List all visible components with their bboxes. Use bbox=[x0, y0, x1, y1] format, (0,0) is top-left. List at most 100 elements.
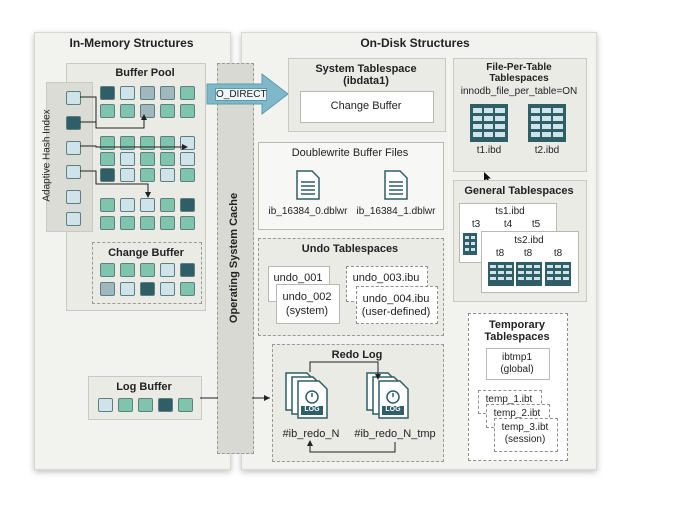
change-buffer-page bbox=[160, 282, 175, 296]
undo-title: Undo Tablespaces bbox=[301, 243, 399, 255]
buffer-page bbox=[120, 168, 135, 182]
table-icon bbox=[470, 104, 508, 142]
buffer-page bbox=[100, 152, 115, 166]
temp-2-label: temp_2.ibt bbox=[493, 408, 541, 419]
buffer-page bbox=[140, 136, 155, 150]
buffer-page bbox=[120, 152, 135, 166]
log-buffer-page bbox=[178, 398, 193, 412]
table-icon bbox=[463, 233, 477, 255]
ts1-table-t3: t3 bbox=[471, 219, 481, 230]
buffer-page bbox=[180, 104, 195, 118]
ts1-table-t5: t5 bbox=[531, 219, 541, 230]
ts1-label: ts1.ibd bbox=[495, 206, 525, 217]
undo-004-note: (user-defined) bbox=[361, 306, 431, 318]
buffer-page bbox=[120, 198, 135, 212]
undo-002-note: (system) bbox=[285, 305, 329, 317]
temp-1-label: temp_1.ibt bbox=[485, 394, 533, 405]
ts1-table-t4: t4 bbox=[503, 219, 513, 230]
ts2-table-t8: t8 bbox=[553, 248, 563, 259]
hash-entry bbox=[66, 141, 81, 155]
temp-3-note: (session) bbox=[504, 434, 546, 445]
log-buffer-page bbox=[138, 398, 153, 412]
buffer-page bbox=[140, 216, 155, 230]
system-tablespace-subtitle: (ibdata1) bbox=[343, 75, 389, 87]
buffer-page bbox=[100, 198, 115, 212]
buffer-page bbox=[180, 86, 195, 100]
change-buffer-memory-title: Change Buffer bbox=[108, 247, 184, 259]
table-icon bbox=[528, 104, 566, 142]
change-buffer-disk-label: Change Buffer bbox=[330, 100, 402, 112]
cursor-icon bbox=[484, 172, 491, 183]
buffer-page bbox=[140, 86, 155, 100]
ibtmp1-note: (global) bbox=[500, 364, 534, 375]
change-buffer-page bbox=[140, 282, 155, 296]
o-direct-label: O_DIRECT bbox=[215, 88, 267, 101]
os-cache-column bbox=[217, 63, 254, 454]
log-buffer-page bbox=[98, 398, 113, 412]
file-per-table-title: File-Per-Table bbox=[486, 62, 552, 73]
table-icon bbox=[516, 262, 542, 286]
buffer-page bbox=[160, 136, 175, 150]
change-buffer-page bbox=[160, 263, 175, 277]
buffer-page bbox=[160, 104, 175, 118]
temp-3-label: temp_3.ibt bbox=[501, 422, 549, 433]
doublewrite-buffer-files bbox=[258, 142, 444, 230]
undo-004 bbox=[356, 286, 438, 324]
ts2-label: ts2.ibd bbox=[514, 235, 544, 246]
redo-log-file-icon bbox=[366, 372, 409, 419]
change-buffer-page bbox=[100, 263, 115, 277]
ibtmp1-label: ibtmp1 bbox=[501, 352, 532, 363]
on-disk-title: On-Disk Structures bbox=[360, 36, 470, 50]
buffer-page bbox=[180, 136, 195, 150]
general-tablespaces-title: General Tablespaces bbox=[464, 185, 574, 197]
buffer-page bbox=[100, 104, 115, 118]
undo-003-label: undo_003.ibu bbox=[352, 272, 420, 284]
buffer-page bbox=[180, 152, 195, 166]
undo-002 bbox=[276, 284, 340, 324]
temp-3 bbox=[494, 418, 558, 452]
buffer-page bbox=[120, 136, 135, 150]
buffer-page bbox=[140, 152, 155, 166]
buffer-page bbox=[120, 104, 135, 118]
redo-icon-text: LOG bbox=[304, 406, 320, 413]
buffer-page bbox=[100, 216, 115, 230]
system-tablespace-title: System Tablespace bbox=[315, 63, 417, 75]
buffer-page bbox=[140, 198, 155, 212]
buffer-page bbox=[140, 104, 155, 118]
buffer-page bbox=[100, 86, 115, 100]
hash-entry bbox=[66, 116, 81, 130]
file-per-table-subtitle: Tablespaces bbox=[489, 73, 549, 84]
adaptive-hash-index-label: Adaptive Hash Index bbox=[41, 109, 53, 202]
change-buffer-page bbox=[180, 282, 195, 296]
change-buffer-page bbox=[140, 263, 155, 277]
buffer-page bbox=[100, 168, 115, 182]
hash-entry bbox=[66, 190, 81, 204]
file-per-table-setting: innodb_file_per_table=ON bbox=[460, 86, 578, 97]
file-icon bbox=[296, 170, 320, 200]
buffer-page bbox=[180, 216, 195, 230]
undo-001-label: undo_001 bbox=[273, 272, 323, 284]
change-buffer-page bbox=[120, 263, 135, 277]
table-icon bbox=[545, 262, 571, 286]
undo-002-label: undo_002 bbox=[282, 291, 332, 303]
change-buffer-disk bbox=[300, 91, 434, 123]
change-buffer-page bbox=[180, 263, 195, 277]
buffer-page bbox=[160, 216, 175, 230]
temporary-subtitle: Tablespaces bbox=[484, 331, 550, 343]
in-memory-title: In-Memory Structures bbox=[69, 36, 194, 50]
log-buffer-title: Log Buffer bbox=[116, 381, 172, 393]
redo-file-1: #ib_redo_N bbox=[282, 428, 340, 440]
doublewrite-file-0: ib_16384_0.dblwr bbox=[268, 206, 348, 217]
buffer-page bbox=[160, 86, 175, 100]
doublewrite-file-1: ib_16384_1.dblwr bbox=[356, 206, 436, 217]
table-icon bbox=[488, 262, 514, 286]
change-buffer-page bbox=[100, 282, 115, 296]
temporary-title: Temporary bbox=[488, 319, 546, 331]
t2-ibd: t2.ibd bbox=[534, 145, 560, 156]
hash-entry bbox=[66, 165, 81, 179]
buffer-pool-title: Buffer Pool bbox=[115, 67, 175, 79]
buffer-page bbox=[100, 136, 115, 150]
ts2-table-t8: t8 bbox=[523, 248, 533, 259]
ibtmp1 bbox=[486, 348, 550, 380]
buffer-page bbox=[180, 198, 195, 212]
